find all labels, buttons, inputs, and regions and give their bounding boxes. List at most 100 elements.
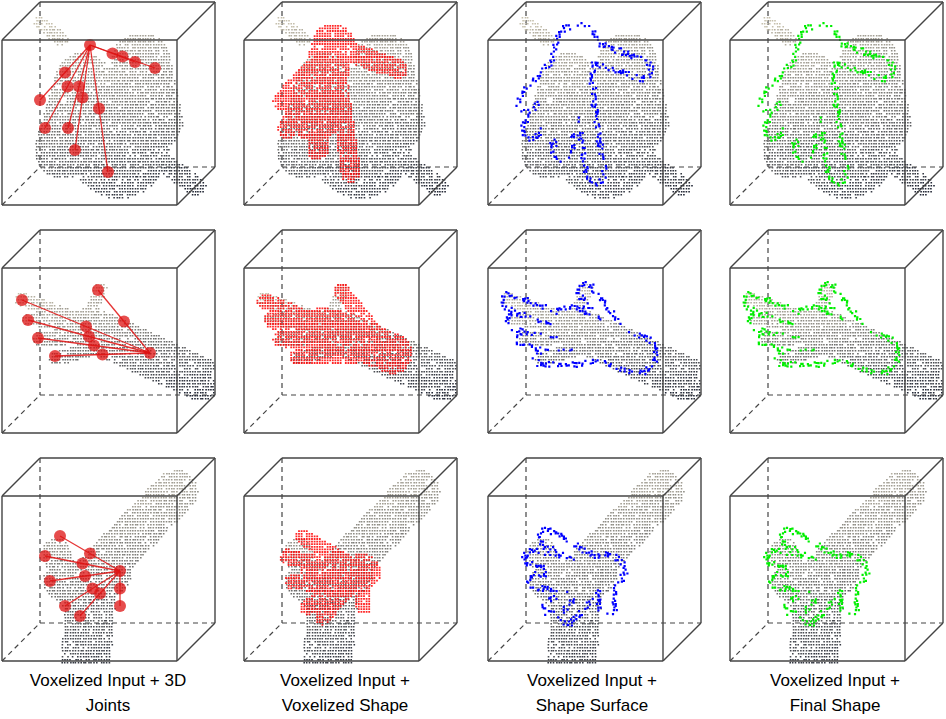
joint-skeleton — [65, 571, 120, 606]
cube-hidden-edge — [2, 167, 40, 205]
cube-edge — [177, 395, 215, 433]
cube-hidden-edge — [282, 394, 457, 395]
input-voxels — [43, 524, 172, 586]
cube-edge — [214, 2, 215, 167]
cube-edge — [176, 496, 177, 661]
joint-marker — [69, 144, 81, 156]
cube-edge — [244, 432, 419, 433]
joint-marker — [88, 340, 100, 352]
point-cloud-panel — [2, 2, 215, 205]
cube-edge — [526, 1, 701, 2]
cube-edge — [177, 2, 215, 40]
cube-edge — [2, 267, 177, 268]
input-voxels — [907, 386, 943, 400]
input-voxels — [834, 347, 931, 370]
input-voxels — [49, 47, 173, 100]
joint-marker — [77, 92, 89, 104]
input-voxels — [33, 323, 152, 352]
point-cloud-panel — [488, 458, 701, 664]
cube-hidden-edge — [2, 623, 40, 661]
joint-marker — [77, 558, 89, 570]
cube-edge — [488, 267, 663, 268]
voxelized-shape — [272, 25, 406, 183]
cube-hidden-edge — [768, 622, 943, 623]
cube-edge — [730, 458, 768, 496]
joint-marker — [74, 610, 86, 622]
joint-marker — [62, 81, 74, 93]
cube-edge — [243, 40, 244, 205]
joint-marker — [102, 166, 114, 178]
input-voxels — [761, 323, 879, 352]
cube-edge — [2, 495, 177, 496]
cube-edge — [768, 457, 943, 458]
joint-skeleton — [90, 45, 108, 172]
cube-hidden-edge — [282, 622, 457, 623]
cube-edge — [418, 268, 419, 433]
joint-marker — [114, 600, 126, 612]
cube-edge — [244, 204, 419, 205]
cube-hidden-edge — [281, 458, 282, 623]
cube-edge — [456, 230, 457, 395]
cube-hidden-edge — [730, 167, 768, 205]
cube-hidden-edge — [768, 394, 943, 395]
point-cloud-panel — [488, 230, 701, 433]
joint-marker — [94, 588, 106, 600]
cube-edge — [2, 2, 40, 40]
cube-edge — [942, 230, 943, 395]
joint-marker — [114, 565, 126, 577]
cube-edge — [729, 268, 730, 433]
input-voxels — [285, 29, 311, 46]
input-voxels — [35, 92, 180, 151]
input-voxels — [421, 386, 457, 400]
joint-marker — [44, 575, 56, 587]
cube-edge — [2, 230, 40, 268]
cube-edge — [177, 167, 215, 205]
cube-edge — [905, 458, 943, 496]
cube-edge — [700, 2, 701, 167]
shape-surface — [515, 22, 654, 187]
cube-edge — [663, 2, 701, 40]
column-caption: Voxelized Input + Final Shape — [755, 668, 915, 718]
joint-marker — [84, 39, 96, 51]
input-voxels — [132, 359, 215, 382]
cube-edge — [244, 660, 419, 661]
cube-edge — [730, 204, 905, 205]
input-voxels — [64, 590, 123, 631]
joint-marker — [59, 600, 71, 612]
cube-hidden-edge — [525, 458, 526, 623]
joint-marker — [54, 530, 66, 542]
cube-edge — [942, 2, 943, 167]
cube-edge — [419, 2, 457, 40]
joint-marker — [32, 332, 44, 344]
cube-edge — [768, 1, 943, 2]
cube-edge — [40, 229, 215, 230]
cube-edge — [456, 458, 457, 623]
cube-edge — [419, 623, 457, 661]
cube-edge — [488, 2, 526, 40]
cube-edge — [730, 660, 905, 661]
cube-edge — [488, 230, 526, 268]
cube-hidden-edge — [526, 394, 701, 395]
cube-edge — [730, 267, 905, 268]
cube-hidden-edge — [39, 458, 40, 623]
cube-hidden-edge — [40, 394, 215, 395]
input-voxels — [592, 347, 689, 370]
cube-edge — [663, 230, 701, 268]
voxelized-shape — [280, 530, 381, 625]
joint-marker — [73, 81, 85, 93]
cube-edge — [904, 268, 905, 433]
shape-surface — [501, 281, 659, 375]
cube-edge — [905, 623, 943, 661]
cube-edge — [729, 496, 730, 661]
cube-hidden-edge — [244, 623, 282, 661]
joint-marker — [129, 56, 141, 68]
joint-skeleton — [60, 536, 120, 571]
cube-edge — [768, 229, 943, 230]
joint-skeleton — [75, 45, 90, 150]
input-voxels — [43, 29, 68, 46]
cube-edge — [40, 457, 215, 458]
cube-edge — [663, 623, 701, 661]
column-caption: Voxelized Input + 3D Joints — [28, 668, 188, 718]
input-voxels — [529, 29, 554, 46]
input-voxels — [156, 371, 215, 391]
